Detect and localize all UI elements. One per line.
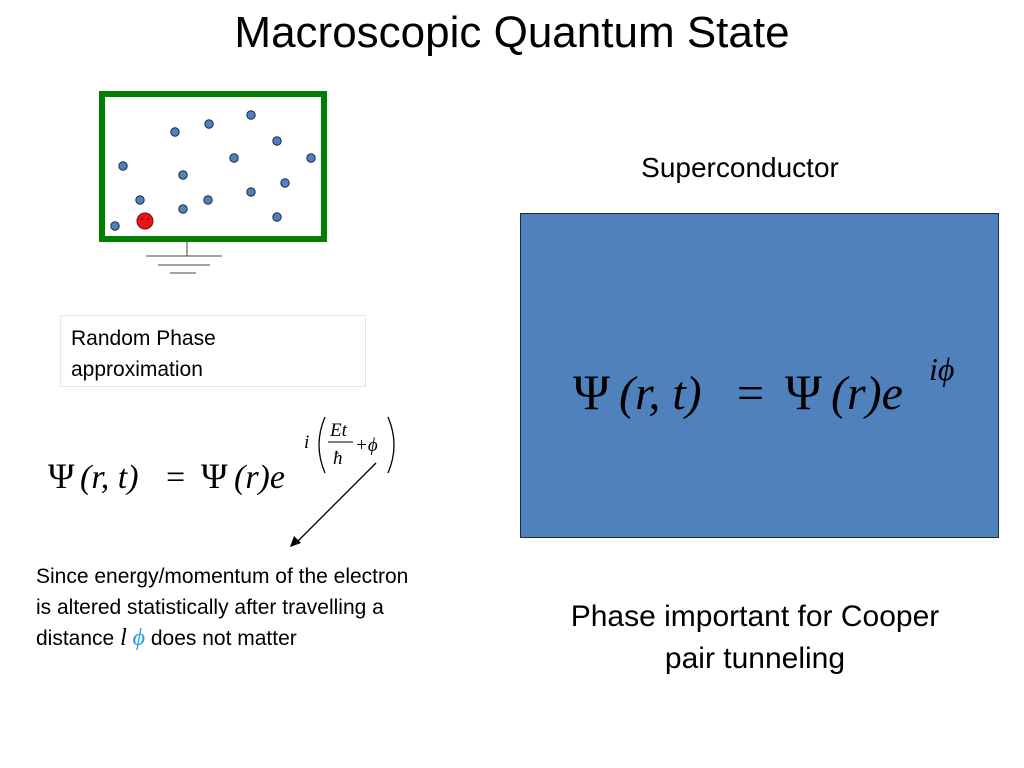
- eq-left-psi2: Ψ: [201, 456, 228, 496]
- eq-left-equals: =: [166, 459, 185, 496]
- left-paren: [318, 416, 326, 474]
- particle: [110, 221, 120, 231]
- particle: [203, 195, 213, 205]
- explanation-before: Since energy/momentum of the electron is…: [36, 565, 409, 650]
- particle: [135, 195, 145, 205]
- phase-note-line2: pair tunneling: [664, 642, 846, 675]
- particle: [170, 127, 180, 137]
- eq-left-args1: (r, t): [80, 459, 139, 496]
- eq-right-exp: iϕ: [929, 351, 954, 387]
- page-title: Macroscopic Quantum State: [234, 8, 790, 57]
- particle: [204, 119, 214, 129]
- superconductor-box: Ψ (r, t) = Ψ (r)e iϕ: [520, 213, 999, 538]
- eq-right-args2: (r)e: [831, 367, 903, 420]
- eq-right-args1: (r, t): [619, 367, 702, 420]
- particle: [272, 212, 282, 222]
- explanation-after: does not matter: [145, 627, 297, 650]
- eq-right-equals: =: [737, 367, 764, 420]
- eq-left-exp-i: i: [304, 432, 309, 453]
- particle: [118, 161, 128, 171]
- particle: [246, 110, 256, 120]
- particle-box-diagram: [99, 91, 327, 274]
- eq-left-exp-num: Et: [329, 420, 348, 441]
- explanation-var-l: l: [120, 625, 127, 651]
- eq-left-args2: (r)e: [234, 459, 285, 496]
- particle: [272, 136, 282, 146]
- particle: [229, 153, 239, 163]
- particles: [110, 110, 316, 231]
- random-phase-line1: Random Phase: [71, 327, 216, 350]
- particle: [246, 187, 256, 197]
- left-equation: Ψ (r, t) = Ψ (r)e i Et ħ +ϕ: [48, 416, 395, 547]
- eq-left-exp-den: ħ: [333, 448, 343, 469]
- arrow-line: [295, 462, 377, 544]
- superconductor-label: Superconductor: [641, 152, 839, 183]
- random-phase-line2: approximation: [71, 358, 203, 381]
- explanation-var-phi: ϕ: [132, 625, 145, 651]
- particle: [178, 204, 188, 214]
- eq-right-psi1: Ψ: [573, 364, 610, 420]
- phase-note-line1: Phase important for Cooper: [570, 600, 940, 633]
- particle: [280, 178, 290, 188]
- right-paren: [387, 416, 395, 474]
- green-box: [99, 91, 327, 242]
- particle: [178, 170, 188, 180]
- electron: [136, 212, 154, 230]
- particle: [306, 153, 316, 163]
- eq-left-exp-plus-phi: +ϕ: [355, 435, 378, 456]
- superconductor-equation: Ψ (r, t) = Ψ (r)e iϕ: [573, 351, 954, 420]
- explanation-text: Since energy/momentum of the electron is…: [36, 561, 416, 654]
- phase-note: Phase important for Cooper pair tunnelin…: [540, 596, 970, 680]
- random-phase-box: Random Phase approximation: [60, 315, 366, 387]
- arrow-head: [290, 536, 301, 547]
- eq-left-psi1: Ψ: [48, 456, 75, 496]
- eq-right-psi2: Ψ: [785, 364, 822, 420]
